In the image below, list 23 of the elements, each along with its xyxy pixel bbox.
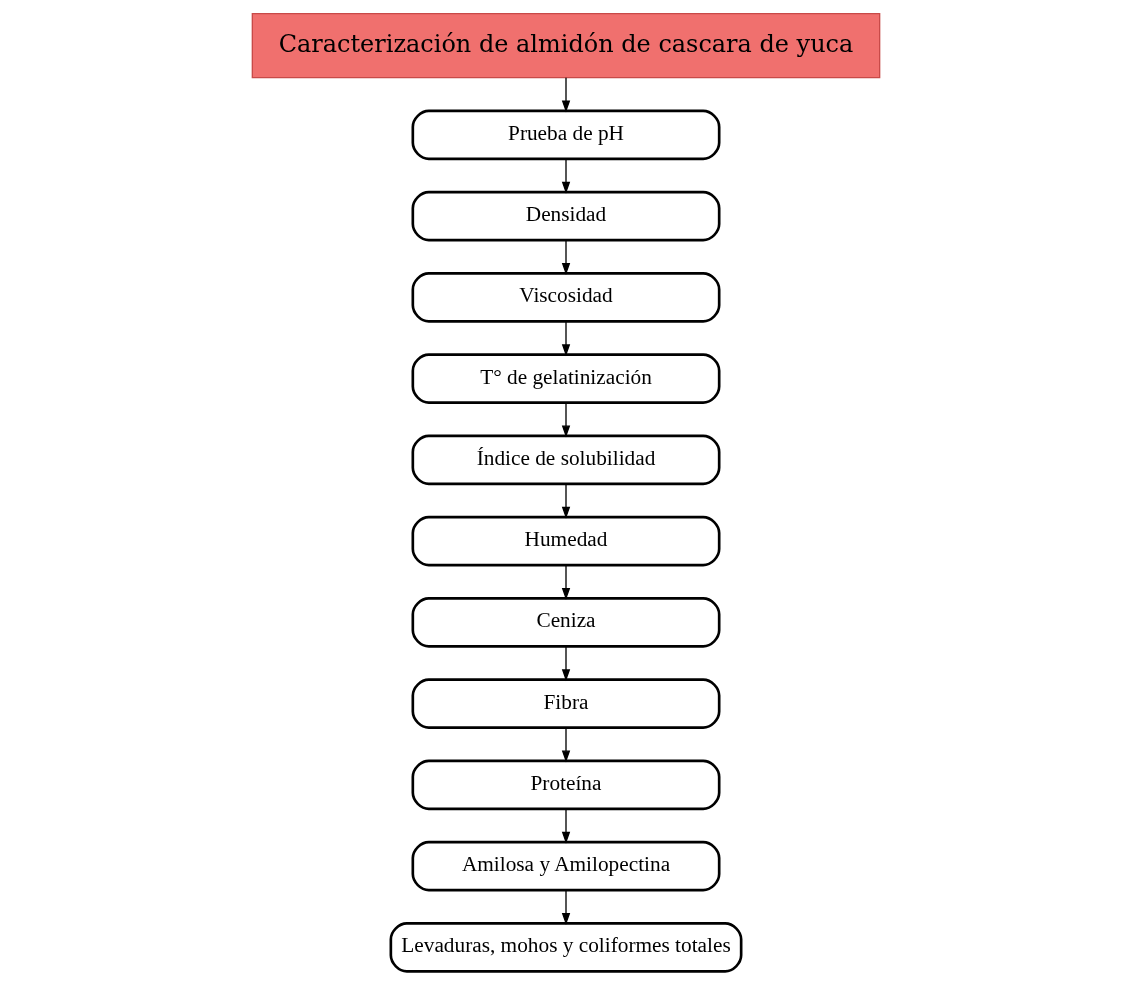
arrow [561, 402, 570, 438]
node-box: Proteína [411, 759, 720, 811]
arrow [561, 239, 570, 276]
arrow [561, 483, 570, 519]
arrow [561, 158, 570, 194]
node-box: Ceniza [411, 597, 720, 648]
node-box: Viscosidad [411, 272, 720, 323]
arrow [561, 727, 570, 763]
arrow [561, 77, 570, 113]
node-box: Caracterización de almidón de cascara de yuca [251, 13, 880, 79]
arrow [561, 564, 570, 600]
arrow [561, 321, 570, 357]
arrow [561, 646, 570, 682]
node-box: T° de gelatinización [411, 353, 720, 404]
node-box: Fibra [411, 678, 720, 729]
node-box: Índice de solubilidad [411, 434, 720, 486]
node-box: Humedad [411, 515, 720, 567]
arrow [561, 808, 570, 844]
node-box: Amilosa y Amilopectina [411, 840, 720, 892]
node-box: Densidad [411, 190, 720, 242]
node-box: Levaduras, mohos y coliformes totales [389, 922, 742, 973]
node-box: Prueba de pH [411, 109, 720, 161]
arrow [561, 889, 570, 925]
